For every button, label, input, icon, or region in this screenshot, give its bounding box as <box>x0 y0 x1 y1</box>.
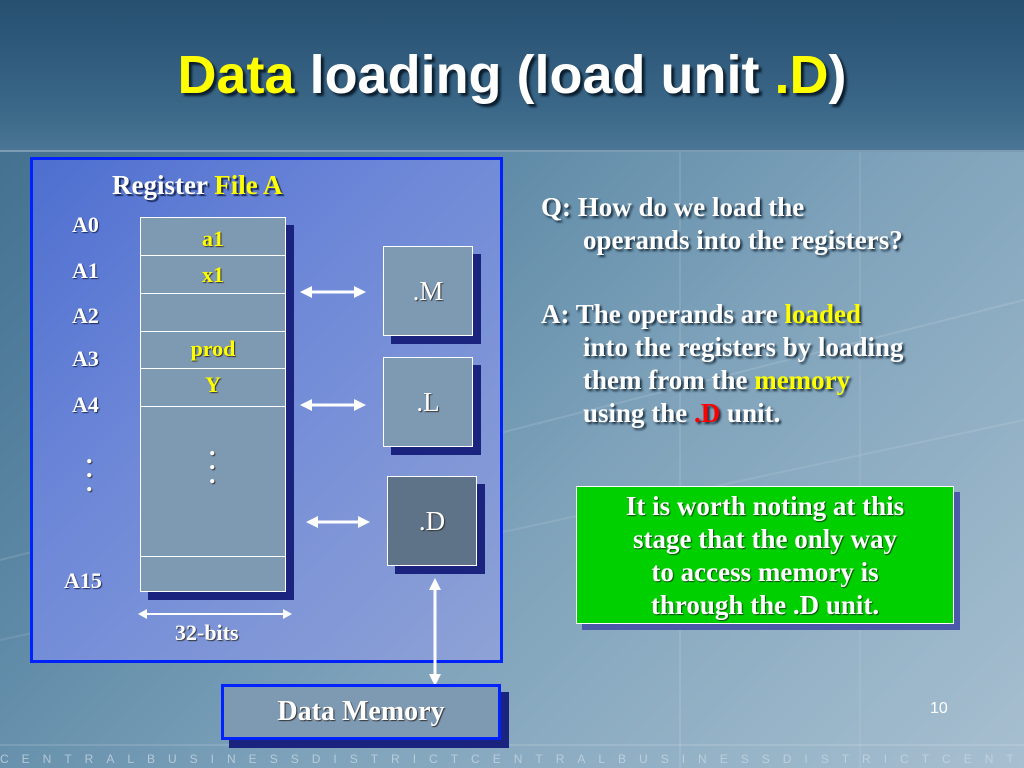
answer-line-4: using the .D unit. <box>583 397 780 430</box>
answer-keyword-loaded: loaded <box>784 299 862 329</box>
answer-line-3-text: them from the <box>583 365 755 395</box>
question-line-2: operands into the registers? <box>583 225 903 255</box>
unit-l-box: .L <box>383 357 473 447</box>
title-bar <box>0 0 1024 152</box>
page-number: 10 <box>930 700 948 717</box>
register-file-block <box>140 217 286 592</box>
data-memory-box: Data Memory <box>221 684 501 740</box>
arrow-d-memory <box>429 578 441 686</box>
note-text: It is worth noting at this stage that th… <box>577 490 953 622</box>
bit-width-label: 32-bits <box>175 620 239 645</box>
register-file-title-name: File A <box>214 170 283 200</box>
register-cell-a3: prod <box>190 336 236 361</box>
title-unit-name: .D <box>774 45 829 105</box>
bit-width-arrow <box>138 609 292 619</box>
unit-d-box: .D <box>387 476 477 566</box>
answer-keyword-d-unit: .D <box>694 398 721 428</box>
answer-keyword-memory: memory <box>754 365 851 395</box>
note-box: It is worth noting at this stage that th… <box>576 486 954 624</box>
register-label-a0: A0 <box>72 212 99 237</box>
register-cell-a1: x1 <box>202 262 224 287</box>
answer-line-1-text: A: The operands are <box>541 299 785 329</box>
answer-line-3: them from the memory <box>583 364 850 397</box>
answer-line-2: into the registers by loading <box>583 332 904 362</box>
title-middle: loading (load unit <box>294 45 775 105</box>
register-cell-a0: a1 <box>202 226 224 251</box>
register-label-a2: A2 <box>72 303 99 328</box>
note-line-1: It is worth noting at this <box>625 491 905 521</box>
note-line-3: to access memory is <box>651 557 879 587</box>
register-file-title-prefix: Register <box>112 170 215 200</box>
note-line-4: through the .D unit. <box>650 590 880 620</box>
question-line-1: Q: How do we load the <box>541 192 805 222</box>
arrow-regfile-d <box>306 516 370 528</box>
register-label-a1: A1 <box>72 258 99 283</box>
slide-title: Data loading (load unit .D) <box>0 44 1024 106</box>
register-label-a3: A3 <box>72 346 99 371</box>
register-cell-ellipsis: . . . <box>209 432 216 489</box>
arrow-regfile-l <box>300 399 366 411</box>
register-file-title: Register File A <box>112 170 282 201</box>
register-label-a15: A15 <box>64 568 102 593</box>
register-label-ellipsis: . . . <box>86 440 93 497</box>
title-close-paren: ) <box>828 45 847 105</box>
answer-line-1: A: The operands are loaded <box>541 298 861 331</box>
footer-text: CENTRALBUSINESSDISTRICTCENTRALBUSINESSDI… <box>0 752 1024 766</box>
answer-line-4-end: unit. <box>720 398 781 428</box>
title-data-word: Data <box>177 45 295 105</box>
answer-line-4-text: using the <box>583 398 695 428</box>
register-label-a4: A4 <box>72 392 99 417</box>
arrow-regfile-m <box>300 286 366 298</box>
note-line-2: stage that the only way <box>633 524 897 554</box>
register-cell-a4: Y <box>205 372 221 397</box>
unit-m-box: .M <box>383 246 473 336</box>
